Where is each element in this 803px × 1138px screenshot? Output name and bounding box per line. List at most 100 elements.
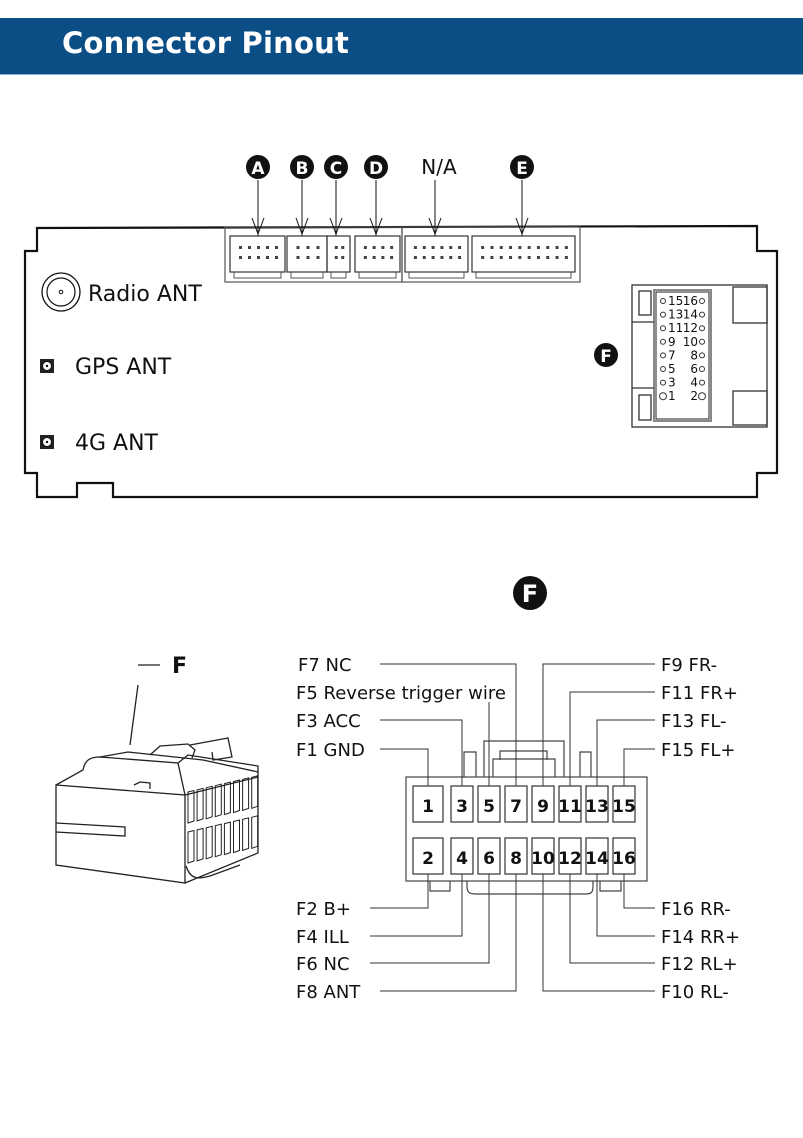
badge-letter: D <box>369 159 383 179</box>
connector-pin <box>431 246 435 249</box>
top-connector-na <box>404 235 469 279</box>
detail-badge: F <box>513 576 547 610</box>
plug-illustration <box>55 664 259 884</box>
leader-line <box>623 748 655 786</box>
arrow-head-icon <box>515 217 529 236</box>
f-port-pin-number: 16 <box>683 294 698 308</box>
connector-pin <box>490 256 494 259</box>
connector-pin <box>248 256 251 259</box>
connector-pin <box>334 256 338 259</box>
connector-pin <box>440 246 444 249</box>
plug-cavity <box>205 785 213 820</box>
connector-pin <box>363 246 367 249</box>
pin-label-left-top: F5 Reverse trigger wire <box>296 683 506 704</box>
pin-dot-icon <box>699 366 705 372</box>
connector-pin <box>306 256 310 259</box>
connector-pin <box>341 256 345 259</box>
pin-label-right-top: F11 FR+ <box>661 683 738 704</box>
pin-dot-icon <box>660 366 666 372</box>
connector-pin <box>509 256 513 259</box>
leader-line <box>380 719 463 786</box>
leader-line <box>542 874 655 992</box>
connector-pin <box>306 246 310 249</box>
connector-pin <box>296 246 300 249</box>
4g-ant-connector <box>40 435 54 449</box>
f-port-housing <box>631 284 768 428</box>
antenna-label-gps: GPS ANT <box>75 355 172 380</box>
page-title: Connector Pinout <box>62 26 350 60</box>
f-port-pin-number: 10 <box>683 335 698 349</box>
f-port-pin-number: 6 <box>690 362 698 376</box>
connector-pin <box>527 246 531 249</box>
plug-cavity <box>187 789 195 824</box>
plug-cavity <box>214 823 222 858</box>
plug-cavity <box>242 777 250 812</box>
badge-circle <box>364 155 388 179</box>
badge-circle <box>290 155 314 179</box>
pin-dot-icon <box>699 338 705 345</box>
top-connector-a <box>229 235 286 279</box>
connector-pin <box>296 256 300 259</box>
f-port-pin-number: 5 <box>668 362 676 376</box>
f-port-pin-number: 13 <box>668 308 683 322</box>
plug-cavity <box>233 819 240 854</box>
pin-dot-icon <box>699 352 705 359</box>
f-port-pin-number: 8 <box>690 348 698 362</box>
connector-pin <box>499 256 503 259</box>
arrow-head-icon <box>369 217 383 236</box>
plug-cavity <box>223 781 231 816</box>
pin-number: 4 <box>456 849 468 869</box>
leader-line <box>380 874 517 992</box>
connector-shell <box>404 235 469 273</box>
pin-label-left-top: F3 ACC <box>296 711 361 732</box>
pin-dot-icon <box>660 379 666 386</box>
connector-pin <box>564 256 568 259</box>
badge-letter: C <box>330 159 342 179</box>
top-connector-block <box>224 226 581 283</box>
connector-pin <box>564 246 568 249</box>
connector-pin <box>390 256 394 259</box>
top-connector-b <box>286 235 328 279</box>
connector-latch <box>475 272 572 279</box>
connector-label-d: D <box>364 155 388 236</box>
pin-number: 3 <box>456 797 468 817</box>
f-port-pin-number: 11 <box>668 321 683 335</box>
connector-pin <box>363 256 367 259</box>
badge-circle <box>324 155 348 179</box>
top-connector-c <box>326 235 351 279</box>
leader-line <box>569 691 655 786</box>
pin-cell-2 <box>412 837 444 875</box>
pin-block-housing <box>405 740 648 895</box>
connector-pin <box>555 256 559 259</box>
connector-pin <box>440 256 444 259</box>
connector-pin <box>334 246 338 249</box>
pin-dot-icon <box>659 392 667 401</box>
radio-ant-connector <box>41 272 81 312</box>
pin-dot-icon <box>660 352 666 359</box>
connector-pin <box>481 256 485 259</box>
pin-dot-icon <box>698 392 706 401</box>
connector-label-na: N/A <box>421 155 457 236</box>
arrow-head-icon <box>295 217 309 236</box>
connector-pin <box>413 256 417 259</box>
plug-cavity <box>196 827 204 862</box>
connector-pin <box>422 246 426 249</box>
pin-number: 13 <box>585 797 609 817</box>
pin-dot-icon <box>660 311 666 318</box>
pin-label-right-top: F15 FL+ <box>661 740 735 761</box>
f-port-pin-number: 7 <box>668 348 676 362</box>
connector-pin <box>413 246 417 249</box>
connector-latch <box>408 272 465 279</box>
badge-letter: B <box>296 159 309 179</box>
gps-ant-connector <box>40 359 54 373</box>
connector-pin <box>546 246 550 249</box>
connector-pin <box>536 246 540 249</box>
connector-pin <box>372 246 376 249</box>
connector-pin <box>381 256 385 259</box>
connector-pin <box>449 246 453 249</box>
connector-pin <box>316 256 320 259</box>
connector-shell <box>471 235 576 273</box>
plug-cavity <box>233 779 240 814</box>
pin-number: 7 <box>510 797 522 817</box>
pin-label-right-bottom: F14 RR+ <box>661 927 740 948</box>
